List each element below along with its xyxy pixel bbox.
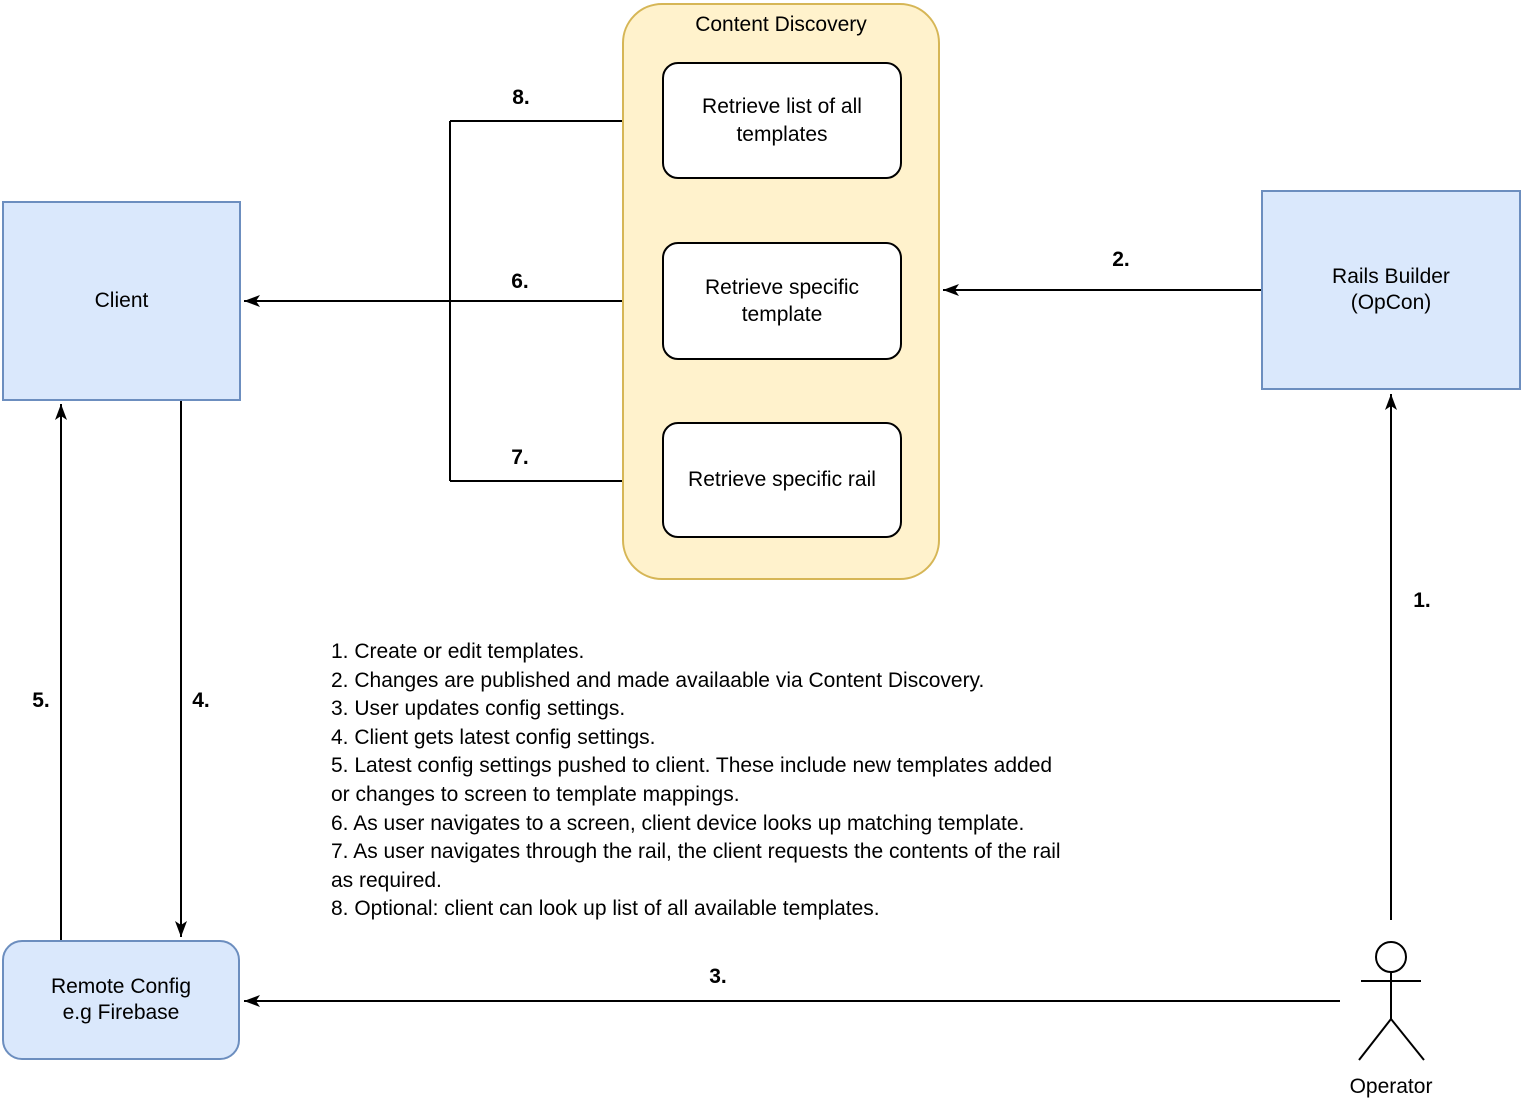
content-discovery-title: Content Discovery — [695, 13, 867, 36]
note-line: 3. User updates config settings. — [331, 697, 626, 721]
note-line: 5. Latest config settings pushed to clie… — [331, 754, 1053, 778]
note-line: 7. As user navigates through the rail, t… — [331, 840, 1061, 864]
arrow-label-6: 6. — [511, 270, 529, 293]
operator-label: Operator — [1349, 1075, 1433, 1098]
arrow-label-3: 3. — [709, 965, 727, 988]
arrow-label-5: 5. — [32, 689, 50, 712]
note-line: 2. Changes are published and made availa… — [331, 668, 985, 692]
node-retrieve-template: Retrieve specific template — [662, 242, 902, 360]
note-line: 4. Client gets latest config settings. — [331, 725, 656, 749]
arrow-label-4: 4. — [192, 689, 210, 712]
operator-right-leg — [1390, 1018, 1425, 1061]
node-client: Client — [2, 201, 241, 401]
node-rails-builder: Rails Builder (OpCon) — [1261, 190, 1521, 390]
note-line: 1. Create or edit templates. — [331, 640, 585, 663]
arrow-label-1: 1. — [1413, 589, 1431, 612]
node-remote-config: Remote Config e.g Firebase — [2, 940, 240, 1060]
operator-left-leg — [1358, 1018, 1392, 1061]
arrow-label-8: 8. — [512, 86, 530, 109]
node-retrieve-list: Retrieve list of all templates — [662, 62, 902, 179]
note-line: or changes to screen to template mapping… — [331, 782, 740, 806]
note-line: as required. — [331, 868, 442, 892]
arrow-label-7: 7. — [511, 446, 529, 469]
operator-head — [1375, 941, 1407, 973]
note-line: 6. As user navigates to a screen, client… — [331, 811, 1025, 835]
note-line: 8. Optional: client can look up list of … — [331, 897, 880, 921]
arrow-label-2: 2. — [1112, 248, 1130, 271]
node-retrieve-rail: Retrieve specific rail — [662, 422, 902, 538]
notes-block: 1. Create or edit templates. 2. Changes … — [331, 638, 1061, 924]
operator-figure — [1358, 941, 1425, 1061]
